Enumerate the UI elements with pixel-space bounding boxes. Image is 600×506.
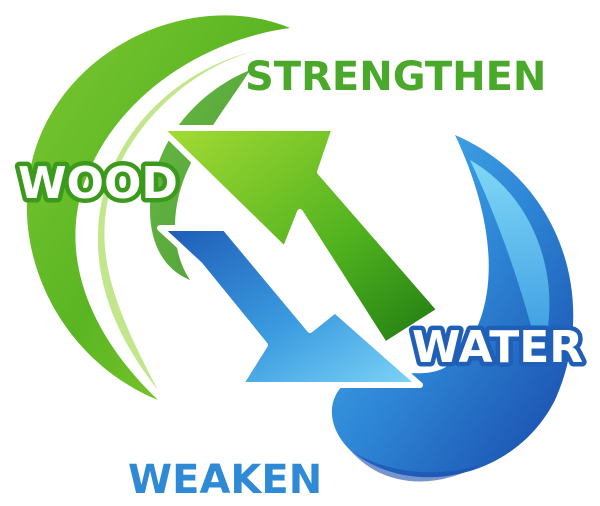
strengthen-label: STRENGTHEN — [245, 54, 546, 100]
weaken-arrow-icon — [157, 225, 423, 388]
water-label: WATER — [412, 322, 583, 373]
strengthen-arrow-icon — [157, 125, 443, 348]
weaken-label: WEAKEN — [128, 457, 322, 503]
water-drop-icon — [331, 135, 574, 482]
wood-label: WOOD — [18, 158, 178, 209]
